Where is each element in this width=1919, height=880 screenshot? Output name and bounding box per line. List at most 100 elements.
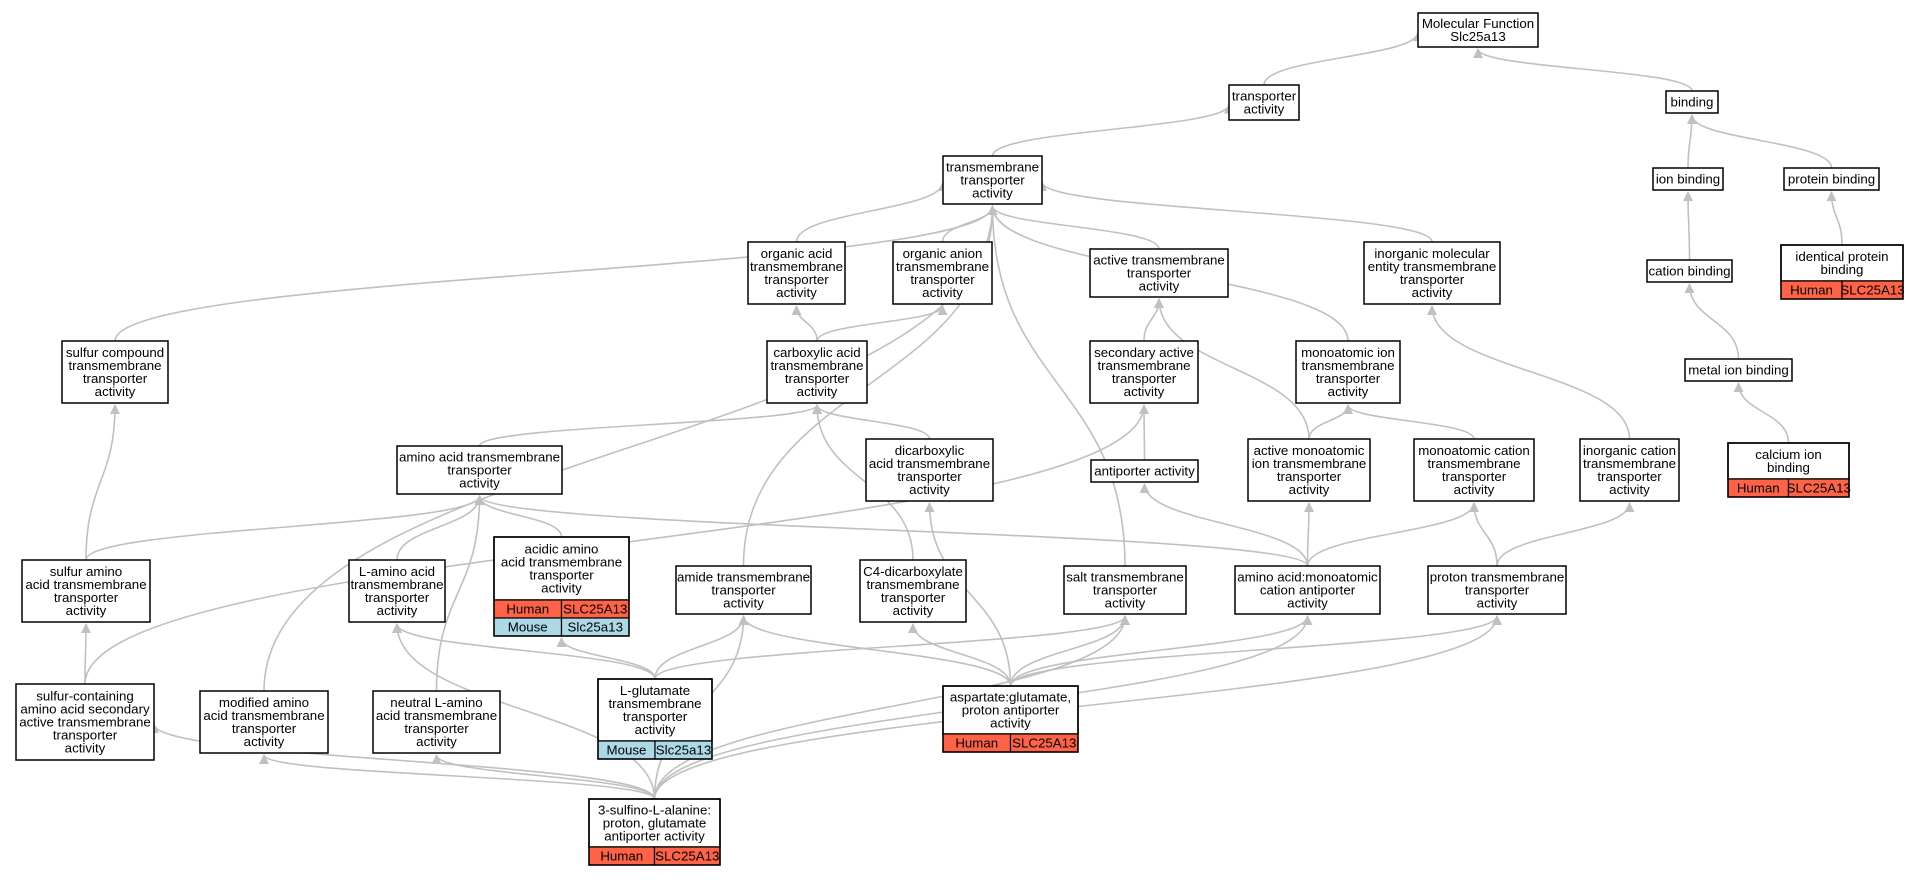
species-label: Mouse [508, 620, 548, 635]
species-label: Human [506, 602, 549, 617]
go-term-label-line: transmembrane [896, 259, 989, 274]
go-term-label-line: transporter [365, 590, 430, 605]
is-a-edge [431, 754, 656, 800]
is-a-edge [1037, 181, 1433, 243]
go-term-label-line: transporter [1597, 469, 1662, 484]
go-term-node[interactable]: antiporter activity [1090, 459, 1199, 483]
gene-label: SLC25A13 [1840, 283, 1904, 298]
go-term-node[interactable]: amino acid transmembranetransporteractiv… [396, 445, 563, 495]
go-term-label-line: metal ion binding [1688, 363, 1789, 378]
go-term-node[interactable]: 3-sulfino-L-alanine:proton, glutamateant… [588, 798, 721, 866]
is-a-edge [474, 495, 1309, 567]
go-term-label-line: transmembrane [350, 577, 443, 592]
go-term-outline [597, 678, 713, 760]
go-term-node[interactable]: sulfur compoundtransmembranetransportera… [61, 340, 169, 404]
go-term-label-line: activity [65, 741, 106, 756]
go-term-box [372, 690, 501, 754]
is-a-edge [1139, 404, 1150, 461]
is-a-edge [1009, 615, 1313, 687]
go-term-label-line: identical protein [1795, 249, 1888, 264]
go-term-node[interactable]: cation binding [1646, 259, 1733, 283]
go-term-label-line: activity [797, 384, 838, 399]
is-a-edge [795, 181, 948, 243]
go-term-node[interactable]: secondary activetransmembranetransporter… [1089, 340, 1199, 404]
go-term-node[interactable]: binding [1665, 90, 1719, 114]
go-term-label-line: transporter [960, 173, 1025, 188]
is-a-edge [1733, 382, 1790, 444]
go-term-box [1684, 358, 1793, 382]
go-term-label-line: carboxylic acid [773, 345, 860, 360]
go-term-node[interactable]: inorganic cationtransmembranetransporter… [1579, 438, 1680, 502]
go-term-label-line: activity [1328, 384, 1369, 399]
is-a-edge [1343, 404, 1475, 440]
go-term-label-line: amino acid transmembrane [399, 450, 560, 465]
go-term-node[interactable]: L-glutamatetransmembranetransporteractiv… [597, 678, 713, 760]
go-term-label-line: activity [541, 581, 582, 596]
go-term-label-line: transmembrane [946, 160, 1039, 175]
go-term-node[interactable]: metal ion binding [1684, 358, 1793, 382]
is-a-edge [987, 205, 1126, 567]
go-term-node[interactable]: organic acidtransmembranetransporteracti… [747, 241, 846, 305]
go-term-node[interactable]: protein binding [1783, 167, 1880, 191]
go-term-node[interactable]: aspartate:glutamate,proton antiporteract… [942, 685, 1079, 753]
go-term-label-line: transporter [1112, 371, 1177, 386]
go-term-box [493, 536, 630, 601]
go-term-label-line: acidic amino [525, 542, 599, 557]
is-a-edge [1686, 114, 1697, 169]
is-a-edge [1687, 114, 1833, 169]
go-term-box [21, 559, 151, 623]
is-a-edge [1427, 305, 1631, 440]
go-term-label-line: activity [723, 596, 764, 611]
go-term-node[interactable]: monoatomic iontransmembranetransporterac… [1295, 340, 1401, 404]
go-term-label-line: transporter [785, 371, 850, 386]
go-term-label-line: protein binding [1788, 172, 1875, 187]
go-term-label-line: modified amino [219, 695, 309, 710]
is-a-edge [654, 615, 749, 680]
nodes-layer: Molecular FunctionSlc25a13transporteract… [15, 12, 1905, 866]
go-term-label-line: activity [1139, 279, 1180, 294]
go-term-label-line: activity [377, 603, 418, 618]
go-term-label-line: activity [776, 285, 817, 300]
go-term-label-line: binding [1767, 460, 1810, 475]
go-term-node[interactable]: ion binding [1652, 167, 1724, 191]
go-term-box [1417, 12, 1539, 48]
gene-label: SLC25A13 [563, 602, 627, 617]
go-term-box [865, 438, 994, 502]
go-term-label-line: active transmembrane [19, 715, 151, 730]
go-term-label-line: antiporter activity [1094, 464, 1195, 479]
go-term-label-line: transporter [447, 463, 512, 478]
go-term-label-line: acid transmembrane [501, 555, 622, 570]
is-a-edge [1306, 502, 1479, 567]
go-term-label-line: activity [635, 722, 676, 737]
go-term-label-line: activity [990, 716, 1031, 731]
go-term-node[interactable]: organic aniontransmembranetransporteract… [892, 241, 993, 305]
go-term-node[interactable]: L-amino acidtransmembranetransporteracti… [348, 559, 446, 623]
go-term-label-line: organic acid [761, 246, 833, 261]
go-term-node[interactable]: monoatomic cationtransmembranetransporte… [1413, 438, 1535, 502]
species-label: Human [1737, 481, 1780, 496]
go-term-label-line: L-amino acid [359, 564, 435, 579]
go-term-label-line: activity [66, 603, 107, 618]
go-term-node[interactable]: C4-dicarboxylatetransmembranetransporter… [859, 559, 967, 623]
go-term-box [1228, 84, 1300, 121]
is-a-edge [1473, 48, 1693, 92]
go-term-node[interactable]: carboxylic acidtransmembranetransportera… [766, 340, 868, 404]
